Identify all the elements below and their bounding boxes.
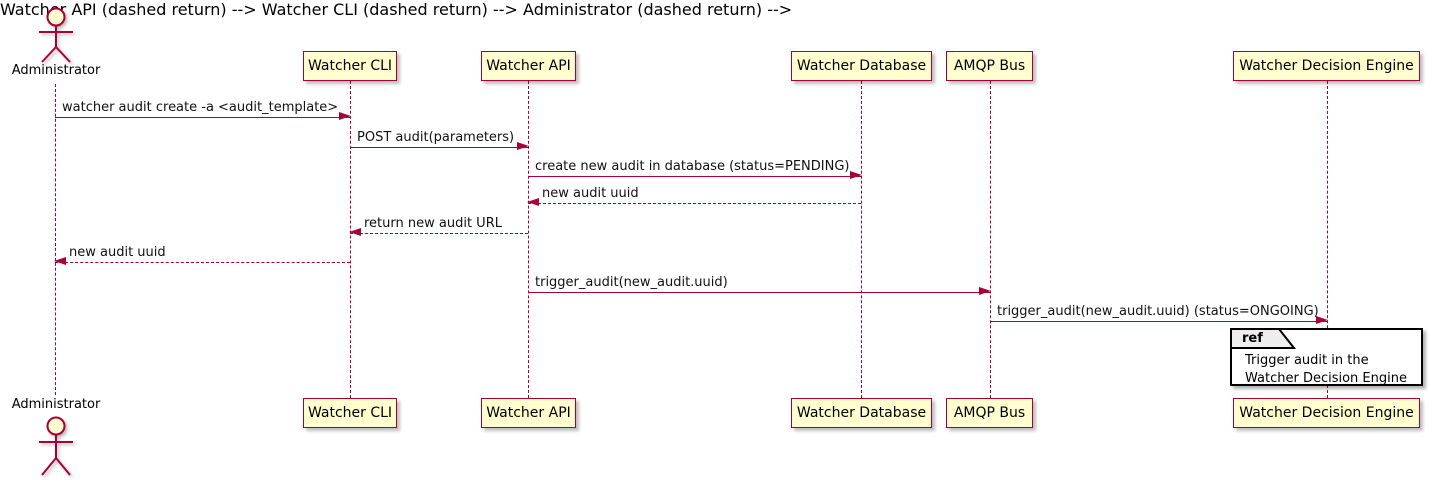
- message-label: new audit uuid: [69, 245, 166, 260]
- message-line: [528, 203, 861, 204]
- participant-watcher-decision-engine-bottom: Watcher Decision Engine: [1233, 398, 1420, 428]
- participant-watcher-database-bottom: Watcher Database: [791, 398, 932, 428]
- message-line: [990, 321, 1327, 322]
- participant-watcher-cli-bottom: Watcher CLI: [303, 398, 397, 428]
- lifeline-watcher-decision-engine: [1327, 81, 1328, 398]
- participant-watcher-decision-engine-top: Watcher Decision Engine: [1233, 51, 1420, 81]
- arrowhead-right-icon: [1316, 316, 1328, 324]
- lifeline-watcher-database: [861, 81, 862, 398]
- message-line: [55, 117, 350, 118]
- message-line: [55, 262, 350, 263]
- message-label: trigger_audit(new_audit.uuid) (status=ON…: [997, 304, 1319, 319]
- arrowhead-right-icon: [850, 171, 862, 179]
- message-label: POST audit(parameters): [357, 130, 515, 145]
- actor-figure-icon: [39, 416, 73, 476]
- arrowhead-right-icon: [339, 112, 351, 120]
- arrowhead-right-icon: [517, 142, 529, 150]
- message-post-audit: POST audit(parameters): [350, 129, 529, 153]
- message-return-audit-url: return new audit URL: [349, 215, 528, 239]
- message-line: [528, 292, 990, 293]
- ref-keyword: ref: [1242, 331, 1263, 346]
- message-line: [350, 233, 528, 234]
- arrowhead-left-icon: [54, 257, 66, 265]
- lifeline-administrator: [55, 84, 56, 395]
- actor-figure-icon: [39, 7, 73, 63]
- participant-amqp-bus-bottom: AMQP Bus: [946, 398, 1033, 428]
- message-create-audit-db: create new audit in database (status=PEN…: [528, 158, 862, 182]
- actor-label-bottom: Administrator: [11, 397, 101, 412]
- lifeline-watcher-cli: [350, 81, 351, 398]
- message-new-audit-uuid-admin: new audit uuid: [54, 244, 350, 268]
- message-new-audit-uuid-db: new audit uuid: [527, 185, 861, 209]
- message-label: trigger_audit(new_audit.uuid): [535, 275, 728, 290]
- ref-text-line-1: Trigger audit in the: [1245, 353, 1369, 368]
- message-label: watcher audit create -a <audit_template>: [62, 100, 339, 115]
- actor-label-top: Administrator: [11, 63, 101, 78]
- ref-tag-shape-icon: [1230, 328, 1296, 349]
- message-line: [528, 176, 861, 177]
- message-line: [350, 147, 528, 148]
- message-label: new audit uuid: [542, 186, 639, 201]
- participant-watcher-api-bottom: Watcher API: [481, 398, 576, 428]
- lifeline-watcher-api: [528, 81, 529, 398]
- lifeline-amqp-bus: [990, 81, 991, 398]
- participant-watcher-database-top: Watcher Database: [791, 51, 932, 81]
- ref-fragment: ref Trigger audit in the Watcher Decisio…: [1230, 328, 1423, 386]
- arrowhead-left-icon: [349, 228, 361, 236]
- participant-watcher-api-top: Watcher API: [481, 51, 576, 81]
- participant-amqp-bus-top: AMQP Bus: [946, 51, 1033, 81]
- arrowhead-left-icon: [527, 198, 539, 206]
- participant-watcher-cli-top: Watcher CLI: [303, 51, 397, 81]
- message-label: create new audit in database (status=PEN…: [535, 159, 850, 174]
- ref-text-line-2: Watcher Decision Engine: [1245, 371, 1407, 386]
- message-audit-create: watcher audit create -a <audit_template>: [55, 99, 351, 123]
- message-trigger-audit-ongoing: trigger_audit(new_audit.uuid) (status=ON…: [990, 303, 1328, 327]
- message-label: return new audit URL: [364, 216, 502, 231]
- message-trigger-audit: trigger_audit(new_audit.uuid): [528, 274, 991, 298]
- arrowhead-right-icon: [979, 287, 991, 295]
